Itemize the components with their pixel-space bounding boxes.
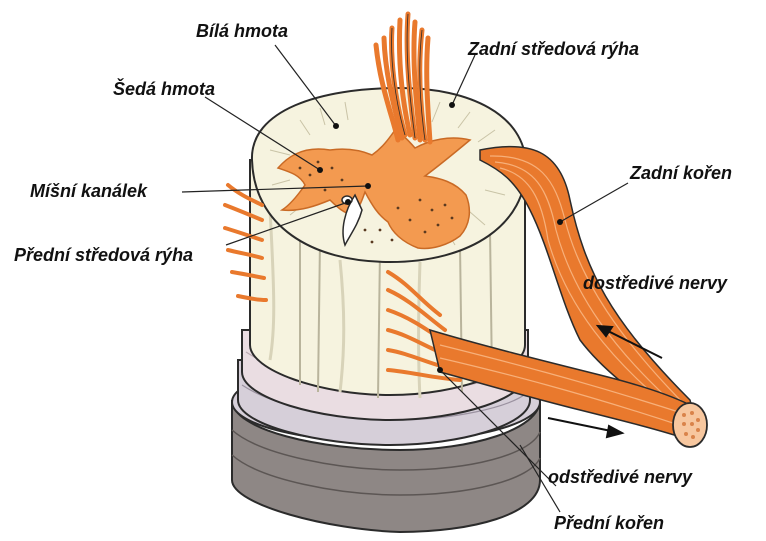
label-anterior-fissure: Přední středová rýha	[14, 246, 193, 264]
spinal-nerve-end	[673, 403, 707, 447]
label-central-canal: Míšní kanálek	[30, 182, 147, 200]
label-ventral-root: Přední kořen	[554, 514, 664, 532]
label-dorsal-root: Zadní kořen	[630, 164, 732, 182]
arrow-efferent	[548, 418, 622, 437]
label-posterior-sulcus: Zadní středová rýha	[468, 40, 639, 58]
label-efferent-nerves: odstředivé nervy	[548, 468, 692, 486]
label-white-matter: Bílá hmota	[196, 22, 288, 40]
label-afferent-nerves: dostředivé nervy	[583, 274, 727, 292]
label-grey-matter: Šedá hmota	[113, 80, 215, 98]
